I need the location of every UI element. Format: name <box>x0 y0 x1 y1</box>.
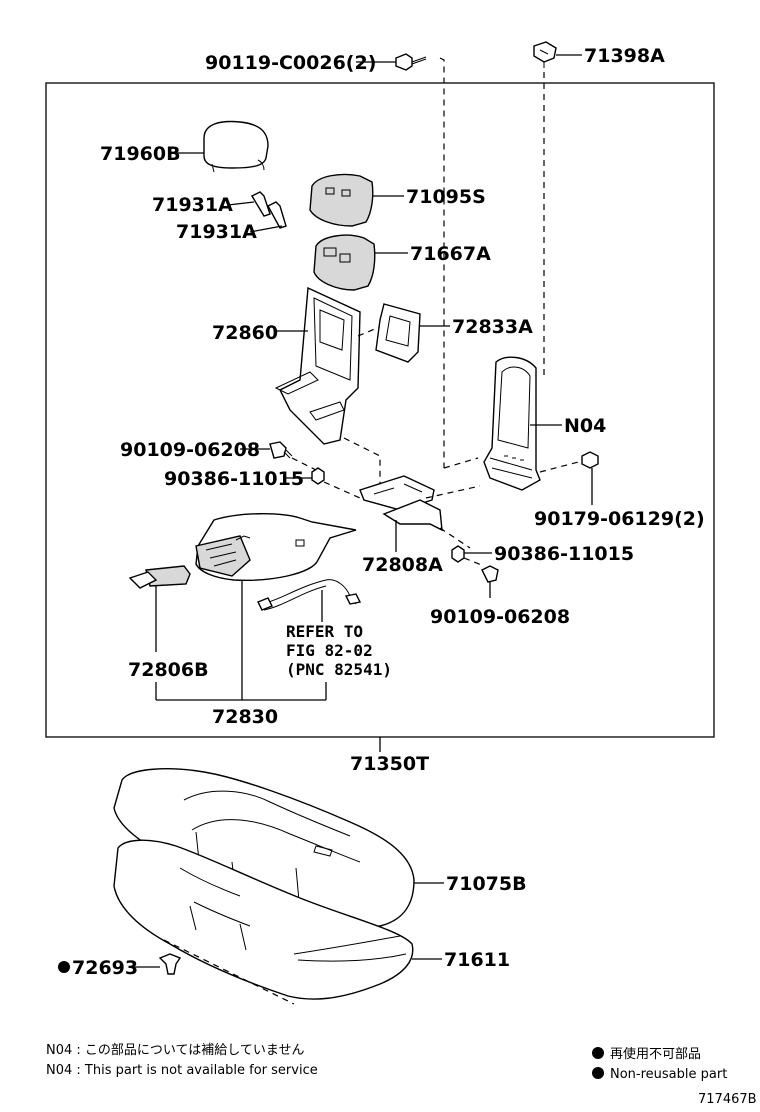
lock-72806B-icon <box>128 565 191 589</box>
label-71075B: 71075B <box>446 873 527 895</box>
refer-line-3: (PNC 82541) <box>286 660 392 679</box>
label-71931A-lower: 71931A <box>176 221 257 243</box>
label-90386-11015-a: 90386-11015 <box>164 468 304 490</box>
label-71095S: 71095S <box>406 186 486 208</box>
label-90119-C0026: 90119-C0026(2) <box>205 52 376 74</box>
bolt-90179-icon <box>581 451 599 469</box>
label-72693: 72693 <box>72 957 138 979</box>
armrest-upper-cover-71667A-icon <box>313 234 376 291</box>
legend-bullet-icon-2 <box>592 1067 604 1079</box>
hinge-72808A-icon <box>359 475 443 532</box>
note-n04-english: N04 : This part is not available for ser… <box>46 1063 318 1078</box>
wire-harness-icon <box>257 579 362 611</box>
label-72860: 72860 <box>212 322 278 344</box>
label-71611: 71611 <box>444 949 510 971</box>
nut-90386-a-icon <box>311 467 325 485</box>
label-90109-06208-b: 90109-06208 <box>430 606 570 628</box>
label-71667A: 71667A <box>410 243 491 265</box>
refer-line-2: FIG 82-02 <box>286 641 373 660</box>
seatback-frame-N04-icon <box>483 356 541 491</box>
nut-90386-b-icon <box>451 545 465 563</box>
bolt-90109-a-icon <box>269 441 293 459</box>
headrest-71960B-icon <box>203 120 269 173</box>
label-N04: N04 <box>564 415 606 437</box>
bolt-90119-icon <box>395 53 427 71</box>
legend-english: Non-reusable part <box>610 1067 727 1082</box>
label-72806B: 72806B <box>128 659 209 681</box>
refer-line-1: REFER TO <box>286 622 363 641</box>
label-71398A: 71398A <box>584 45 665 67</box>
non-reusable-mark-icon <box>58 961 70 973</box>
label-71350T: 71350T <box>350 753 429 775</box>
support-71931A-upper-icon <box>251 191 271 217</box>
label-90109-06208-a: 90109-06208 <box>120 439 260 461</box>
clip-72693-icon <box>158 953 182 975</box>
diagram-id: 717467B <box>698 1092 757 1107</box>
label-72808A: 72808A <box>362 554 443 576</box>
armrest-frame-72860-icon <box>274 286 361 445</box>
label-72833A: 72833A <box>452 316 533 338</box>
label-71960B: 71960B <box>100 143 181 165</box>
label-90179-06129: 90179-06129(2) <box>534 508 705 530</box>
armrest-assembly-72830-icon <box>195 513 357 582</box>
note-n04-japanese: N04 : この部品については補給していません <box>46 1043 304 1058</box>
armrest-cover-71095S-icon <box>309 173 374 227</box>
label-72830: 72830 <box>212 706 278 728</box>
assembly-frame <box>45 82 715 738</box>
label-90386-11015-b: 90386-11015 <box>494 543 634 565</box>
bolt-90109-b-icon <box>481 565 499 583</box>
clip-71398A-icon <box>533 41 557 68</box>
legend-japanese: 再使用不可部品 <box>610 1046 701 1062</box>
bracket-72833A-icon <box>375 303 421 363</box>
label-71931A-upper: 71931A <box>152 194 233 216</box>
seat-cushion-pad-71611-icon <box>113 839 414 1000</box>
support-71931A-lower-icon <box>267 201 287 229</box>
legend-bullet-icon-1 <box>592 1047 604 1059</box>
